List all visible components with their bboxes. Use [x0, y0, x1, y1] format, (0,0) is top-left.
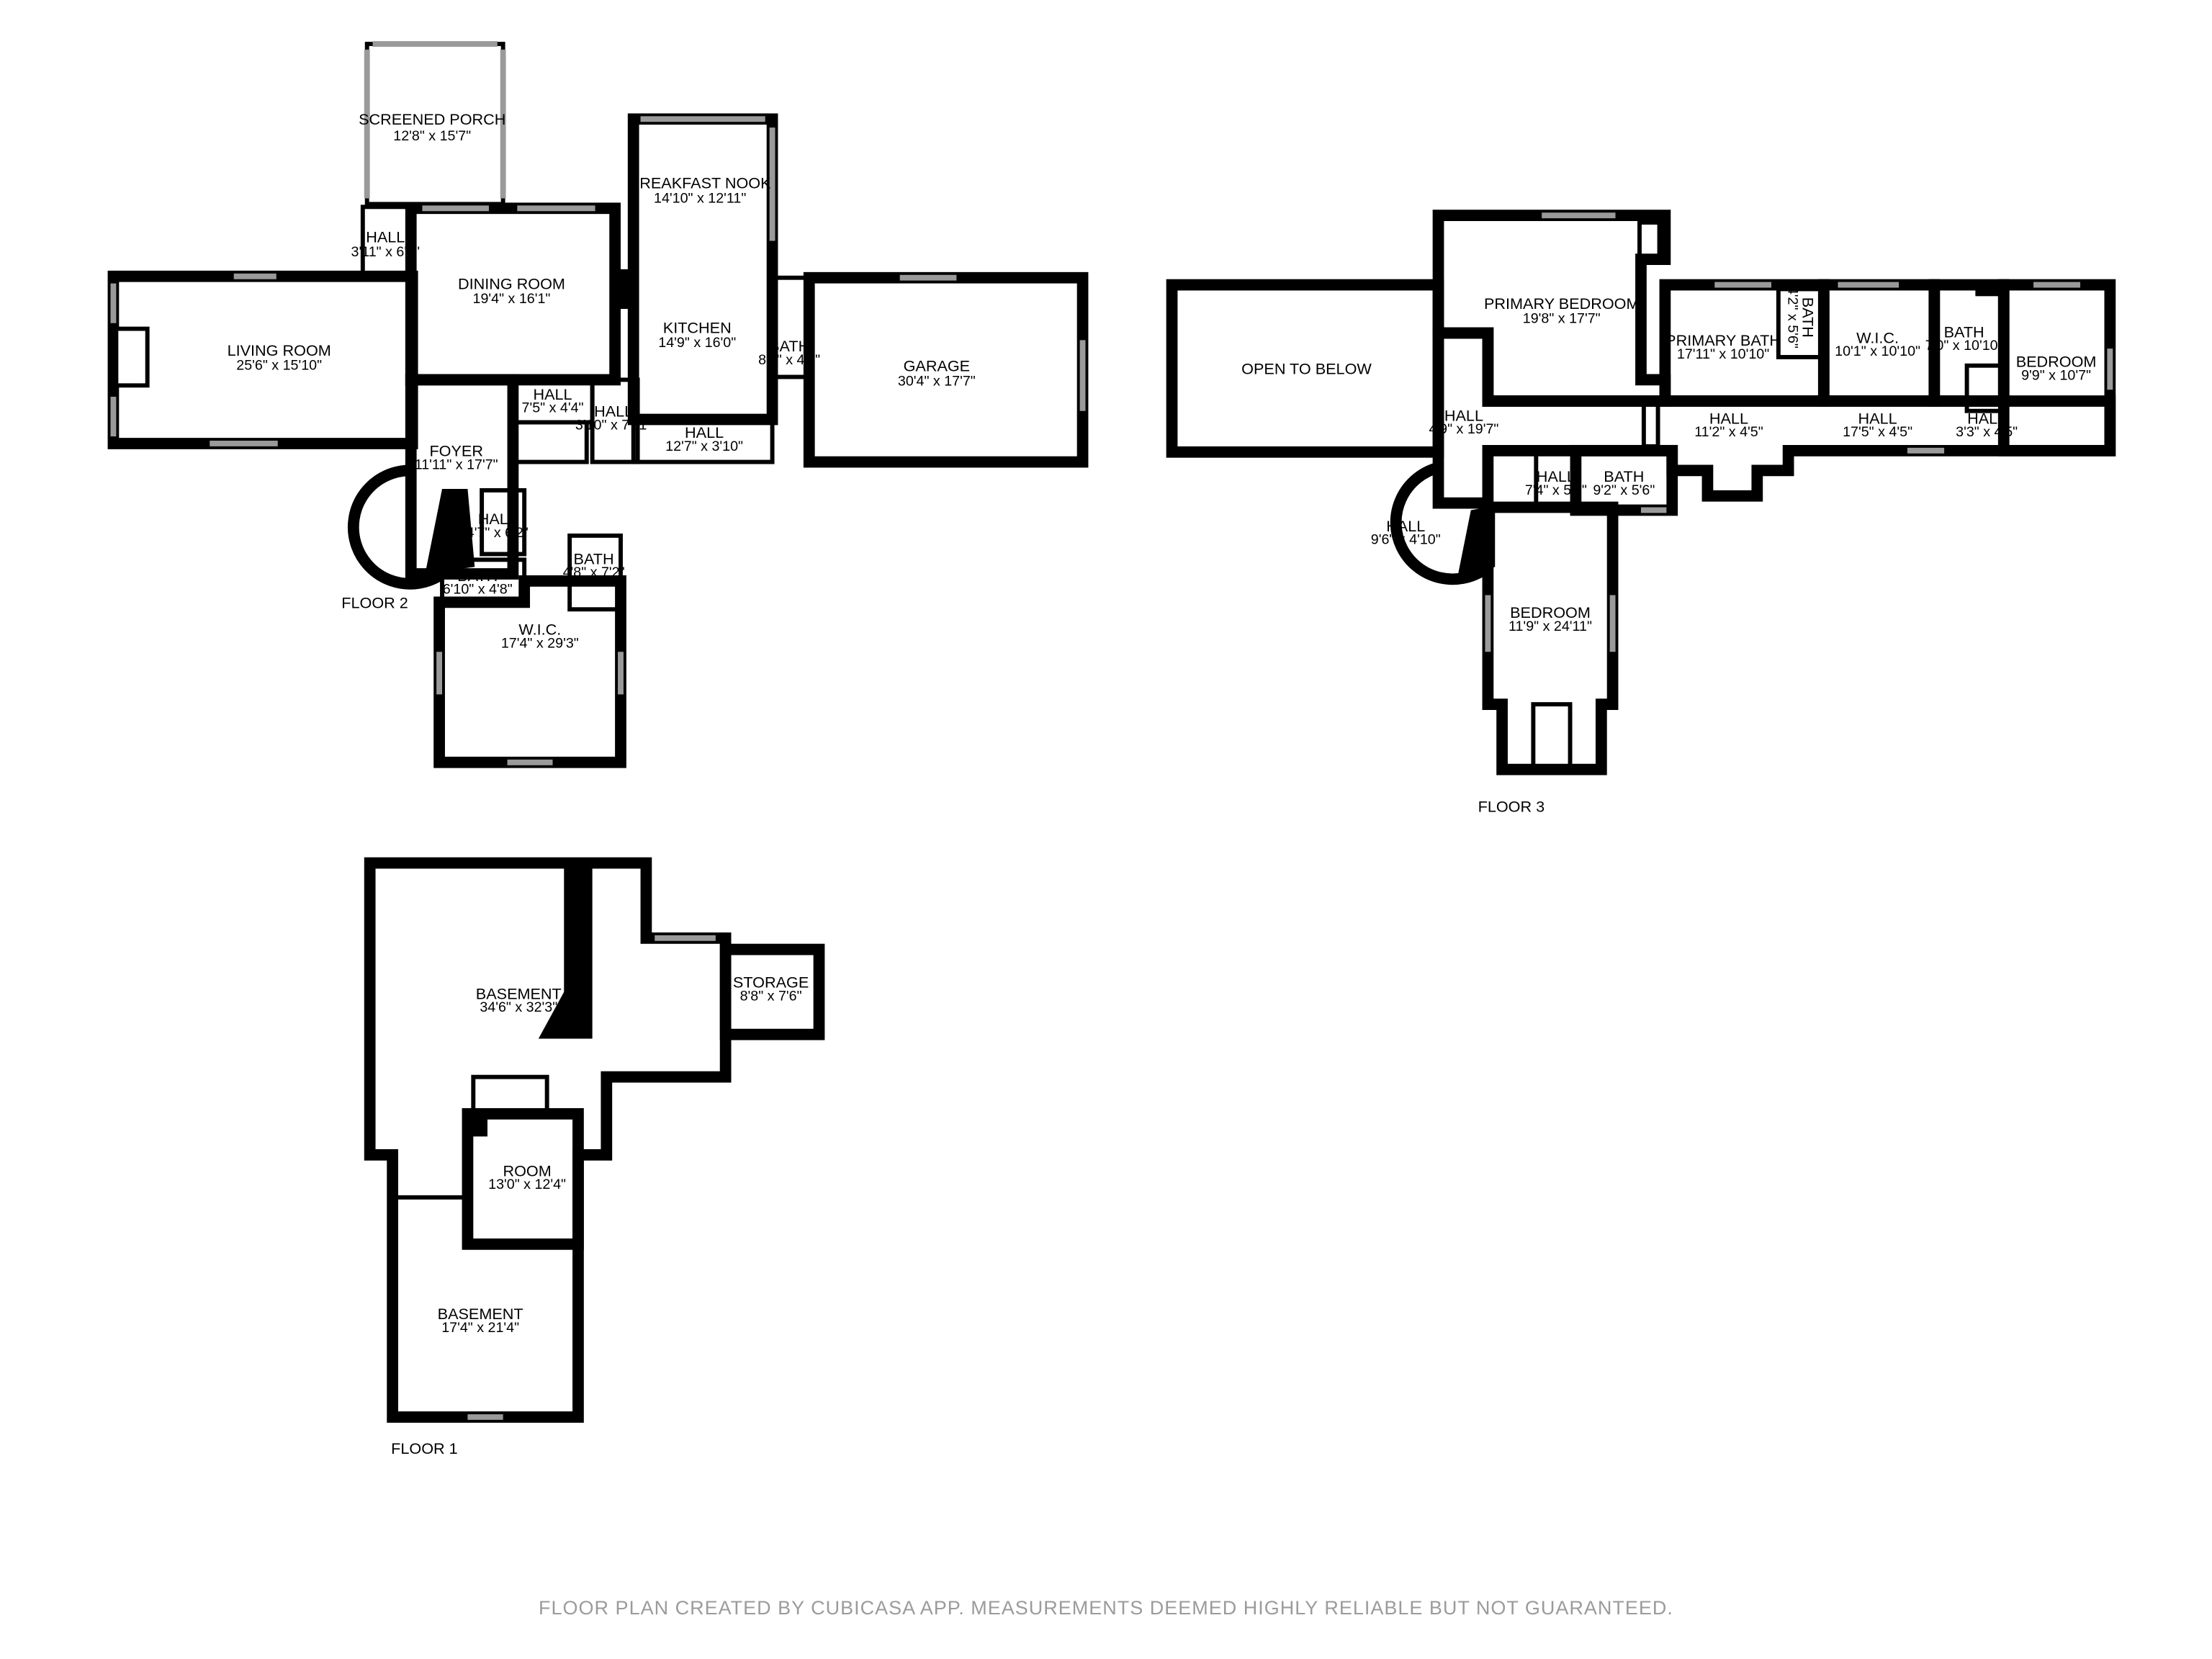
hall-name: HALL	[533, 385, 572, 403]
bedroom-name: BEDROOM	[2016, 353, 2097, 371]
hall-dim: 3'11" x 6'5"	[351, 244, 421, 260]
hall-dim: 9'6" x 4'10"	[1371, 532, 1441, 548]
hall-outline	[1432, 327, 2116, 509]
wic-dim: 10'1" x 10'10"	[1835, 343, 1920, 359]
floor-1-label: FLOOR 1	[391, 1439, 458, 1457]
hall-name: HALL	[1537, 467, 1575, 485]
bath-outline	[1570, 444, 1678, 516]
breakfast-nook-dim: 14'10" x 12'11"	[654, 190, 746, 206]
bedroom-name: BEDROOM	[1510, 603, 1591, 621]
kitchen-name: KITCHEN	[663, 318, 732, 336]
bath-name: BATH	[1799, 297, 1817, 338]
garage-name: GARAGE	[904, 357, 971, 375]
floor-3-label: FLOOR 3	[1478, 798, 1545, 816]
screened-porch-dim: 12'8" x 15'7"	[393, 128, 471, 144]
hall-dim: 17'5" x 4'5"	[1843, 424, 1912, 440]
hall-name: HALL	[366, 228, 405, 246]
storage-name: STORAGE	[733, 974, 809, 992]
hall-name: HALL	[1386, 517, 1425, 535]
primary-bedroom-name: PRIMARY BEDROOM	[1484, 295, 1640, 313]
storage-dim: 8'8" x 7'6"	[740, 988, 802, 1004]
storage-outline	[719, 943, 825, 1040]
hall-name: HALL	[1967, 409, 2006, 427]
floor-2-label: FLOOR 2	[341, 593, 408, 611]
hall-name: HALL	[1858, 409, 1897, 427]
dining-room-dim: 19'4" x 16'1"	[473, 291, 551, 307]
open-to-below-name: OPEN TO BELOW	[1241, 360, 1372, 378]
hall-dim: 7'5" x 4'4"	[522, 400, 584, 416]
floor-3: OPEN TO BELOW PRIMARY BEDROOM 19'8" x 17…	[1166, 210, 2116, 816]
room-dim: 13'0" x 12'4"	[488, 1177, 566, 1192]
basement-dim: 17'4" x 21'4"	[441, 1320, 519, 1336]
hall-name: HALL	[685, 423, 724, 441]
bedroom-dim: 9'9" x 10'7"	[2021, 367, 2091, 383]
garage-dim: 30'4" x 17'7"	[898, 373, 976, 389]
hall-name: HALL	[1709, 409, 1748, 427]
hall-dim: 7'4" x 5'6"	[1525, 482, 1587, 498]
bath-dim: 4'8" x 7'2"	[563, 565, 625, 580]
primary-bedroom-dim: 19'8" x 17'7"	[1523, 311, 1601, 327]
primary-bath-dim: 17'11" x 10'10"	[1677, 346, 1769, 362]
hall-dim: 11'2" x 4'5"	[1694, 424, 1763, 440]
bath-dim: 4'2" x 5'6"	[1785, 287, 1801, 349]
hall-name: HALL	[1444, 406, 1483, 424]
hall-name: HALL	[478, 510, 517, 528]
floor-1: BASEMENT 34'6" x 32'3" STORAGE 8'8" x 7'…	[364, 857, 825, 1457]
hall-dim: 3'3" x 4'5"	[1956, 424, 2018, 440]
dining-room-name: DINING ROOM	[458, 274, 565, 292]
foyer-name: FOYER	[429, 442, 483, 460]
foyer-dim: 11'11" x 17'7"	[415, 457, 498, 472]
hall-name: HALL	[594, 403, 633, 421]
hall-dim: 4'9" x 19'7"	[1429, 421, 1498, 437]
room-name: ROOM	[503, 1161, 551, 1179]
wic-name: W.I.C.	[518, 621, 561, 639]
hall-dim: 12'7" x 3'10"	[665, 439, 743, 454]
screened-porch-name: SCREENED PORCH	[359, 110, 505, 128]
living-room-name: LIVING ROOM	[228, 341, 331, 359]
bath-name: BATH	[574, 549, 614, 567]
bath-name: BATH	[457, 567, 498, 585]
hall-dim: 3'10" x 7'11"	[575, 417, 652, 433]
bath-dim: 6'10" x 4'8"	[443, 582, 513, 598]
bath-dim: 9'2" x 5'6"	[1593, 482, 1655, 498]
bath-name: BATH	[769, 337, 809, 355]
kitchen-dim: 14'9" x 16'0"	[658, 335, 736, 351]
wic-name: W.I.C.	[1856, 328, 1899, 346]
wic-dim: 17'4" x 29'3"	[501, 635, 579, 651]
bedroom-outline	[1482, 501, 1619, 775]
foyer-outline	[405, 374, 519, 580]
floor-2: SCREENED PORCH 12'8" x 15'7" HALL 3'11" …	[107, 41, 1089, 768]
basement-name: BASEMENT	[438, 1305, 523, 1323]
hall-dim: 4'7" x 6'2"	[467, 525, 529, 541]
kitchen-outline	[627, 113, 778, 426]
bath-name: BATH	[1944, 323, 1984, 341]
bedroom-dim: 11'9" x 24'11"	[1509, 619, 1592, 634]
bath-name: BATH	[1604, 467, 1644, 485]
bath-dim: 7'0" x 10'10"	[1925, 338, 2003, 354]
living-room-dim: 25'6" x 15'10"	[236, 358, 322, 374]
breakfast-nook-name: BREAKFAST NOOK	[629, 174, 771, 192]
bath-dim: 8'5" x 4'9"	[758, 352, 820, 368]
disclaimer-text: FLOOR PLAN CREATED BY CUBICASA APP. MEAS…	[539, 1597, 1673, 1619]
basement-outline	[364, 857, 732, 1423]
wic-outline	[433, 575, 626, 768]
room-outline	[462, 1107, 584, 1250]
basement-name: BASEMENT	[476, 984, 562, 1002]
basement-dim: 34'6" x 32'3"	[480, 999, 557, 1015]
primary-bath-name: PRIMARY BATH	[1665, 331, 1781, 349]
